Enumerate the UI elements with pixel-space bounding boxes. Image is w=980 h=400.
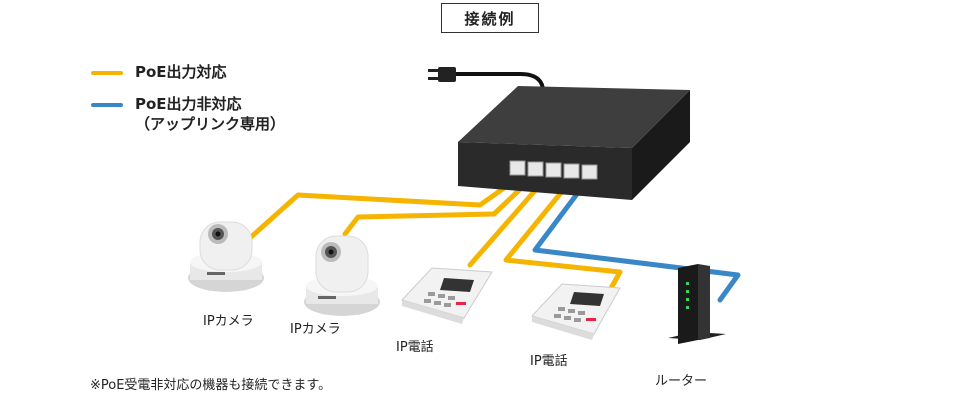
cable-camera1 — [247, 175, 521, 241]
router-icon — [668, 264, 726, 344]
ip-phone-2-icon — [531, 283, 621, 340]
label-ip-camera-2: IPカメラ — [290, 322, 341, 337]
cable-router — [532, 175, 741, 303]
poe-cables — [247, 175, 623, 293]
legend-label-non-poe: PoE出力非対応 — [135, 95, 242, 113]
label-ip-phone-1: IP電話 — [396, 340, 434, 355]
diagram-title: 接続例 — [441, 3, 539, 33]
poe-switch — [458, 86, 690, 200]
legend-item-poe: PoE出力対応 — [91, 62, 285, 82]
legend-sublabel-non-poe: （アップリンク専用） — [135, 115, 286, 133]
ip-phone-1-icon — [401, 267, 493, 324]
power-plug-icon — [438, 67, 456, 82]
cable-camera2 — [342, 175, 535, 237]
label-ip-camera-1: IPカメラ — [203, 314, 254, 329]
switch-ports — [509, 160, 598, 180]
legend-item-non-poe: PoE出力非対応 （アップリンク専用） — [91, 94, 285, 134]
poe-line-swatch — [91, 71, 123, 75]
ip-camera-1-icon — [188, 221, 264, 292]
legend: PoE出力対応 PoE出力非対応 （アップリンク専用） — [91, 62, 285, 146]
legend-label-poe: PoE出力対応 — [135, 63, 227, 81]
cable-phone1 — [467, 175, 549, 268]
label-ip-phone-2: IP電話 — [530, 354, 568, 369]
cable-phone2 — [503, 175, 623, 293]
non-poe-line-swatch — [91, 103, 123, 107]
label-router: ルーター — [655, 374, 708, 389]
non-poe-cable — [532, 175, 741, 303]
footnote: ※PoE受電非対応の機器も接続できます。 — [90, 378, 332, 393]
ip-camera-2-icon — [304, 235, 380, 316]
